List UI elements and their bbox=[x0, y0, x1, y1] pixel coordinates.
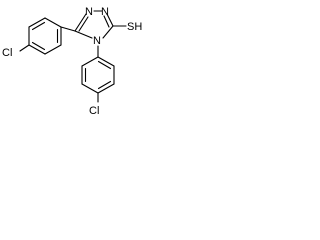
bond-n2-c3 bbox=[106, 13, 114, 27]
bond-n2-c3-double bbox=[103, 15, 110, 28]
chemical-structure: Cl N N SH N Cl bbox=[2, 6, 142, 117]
bond-bottom-ring-inner-1 bbox=[97, 60, 112, 70]
bond-c5-n1-double bbox=[78, 16, 89, 32]
bond-cl-left bbox=[19, 44, 30, 52]
bond-bottom-ring-3 bbox=[97, 83, 115, 94]
atom-label-cl-left: Cl bbox=[2, 47, 12, 59]
atom-label-cl-bottom: Cl bbox=[89, 105, 99, 117]
bond-bottom-ring-1 bbox=[97, 56, 115, 67]
bond-left-ring-inner-1 bbox=[31, 21, 46, 31]
atom-label-sh: SH bbox=[127, 21, 142, 33]
bond-left-ring-1 bbox=[28, 17, 46, 28]
bond-bottom-ring-inner-2 bbox=[97, 80, 112, 90]
atom-label-n4: N bbox=[93, 35, 101, 47]
atom-label-n1: N bbox=[85, 6, 93, 18]
bond-c3-n4 bbox=[102, 25, 114, 39]
bond-c5-n1 bbox=[74, 13, 87, 32]
bond-left-ring-5 bbox=[28, 44, 46, 55]
atom-label-n2: N bbox=[101, 6, 109, 18]
bond-n4-c5 bbox=[74, 30, 93, 39]
bond-bottom-ring-4 bbox=[81, 83, 99, 94]
atom-labels: Cl N N SH N Cl bbox=[2, 6, 142, 117]
bond-left-ring-to-c5 bbox=[60, 26, 76, 32]
bond-left-ring-2 bbox=[44, 17, 62, 28]
bond-left-ring-4 bbox=[44, 44, 62, 55]
bond-bottom-ring-6 bbox=[81, 56, 99, 67]
bond-left-ring-inner-3 bbox=[31, 41, 46, 51]
bonds bbox=[19, 10, 127, 103]
